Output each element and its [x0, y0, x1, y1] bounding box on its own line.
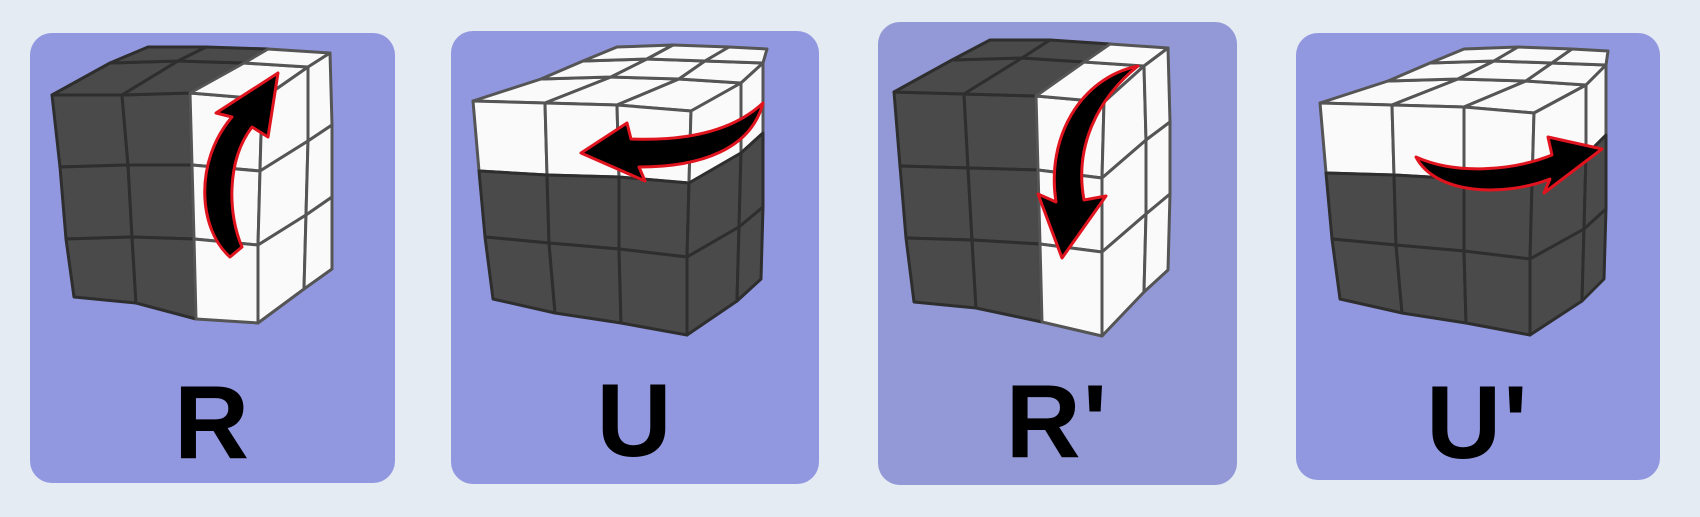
cube-front-face: [1318, 101, 1536, 337]
cube-right-face: [685, 61, 765, 337]
arrow-right-icon: [1414, 135, 1604, 195]
cube-top-face: [892, 38, 1170, 104]
cube-right-face: [256, 51, 334, 325]
cube-top-face: [471, 43, 769, 113]
move-label: U: [596, 363, 674, 479]
cube-r: [50, 45, 334, 325]
cube-r-prime: [892, 38, 1172, 338]
cube-right-face: [1100, 46, 1172, 338]
move-card-r: R: [30, 33, 395, 483]
move-label: U': [1426, 365, 1530, 480]
move-card-u-prime: U': [1296, 33, 1660, 480]
move-card-u: U: [451, 31, 819, 484]
arrow-down-icon: [1036, 64, 1140, 260]
move-label: R': [1005, 364, 1110, 480]
move-label: R: [173, 365, 252, 481]
cube-u: [471, 43, 769, 337]
cube-u-prime: [1318, 45, 1610, 337]
arrow-left-icon: [579, 101, 765, 183]
arrow-up-icon: [203, 71, 280, 259]
move-card-r-prime: R': [878, 22, 1237, 485]
cube-front-face: [50, 91, 264, 325]
cube-top-face: [1318, 45, 1610, 115]
cube-front-face: [471, 99, 693, 337]
